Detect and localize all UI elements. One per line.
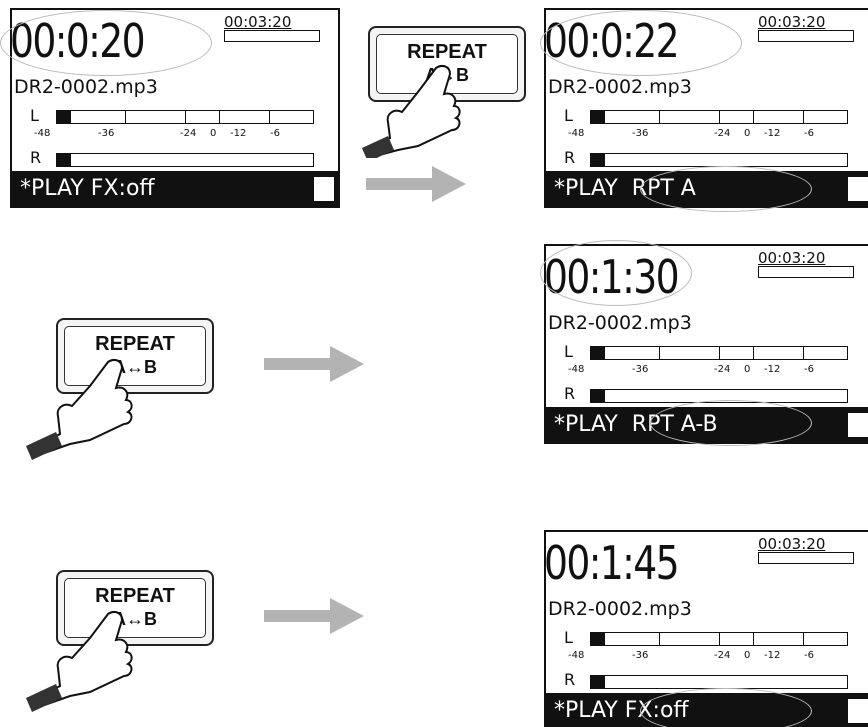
scale-label: -6 [804, 364, 814, 375]
scale-label: 0 [744, 128, 751, 139]
level-meter-right [590, 675, 848, 689]
recorder-screen-1: 00:0:20 00:03:20 DR2-0002.mp3 L -48 -36 … [10, 8, 340, 208]
button-label-repeat: REPEAT [95, 333, 175, 355]
scale-label: -48 [34, 128, 51, 139]
level-fill-right [57, 154, 71, 166]
level-fill-left [57, 111, 71, 123]
scale-label: -12 [764, 128, 781, 139]
scale-label: -48 [568, 128, 585, 139]
hand-pointer-icon [362, 65, 461, 158]
meter-scale: -48 -36 -24 0 -12 -6 [568, 650, 868, 664]
total-time: 00:03:20 [758, 535, 826, 553]
button-label-ab: A↔B [113, 609, 157, 629]
scale-label: 0 [744, 364, 751, 375]
scale-label: -36 [632, 364, 649, 375]
channel-left-label: L [564, 628, 573, 647]
total-time-box [758, 30, 854, 42]
scale-label: -24 [714, 650, 731, 661]
total-time-box [224, 30, 320, 42]
status-text: *PLAY FX:off [20, 176, 155, 201]
total-time-box [758, 266, 854, 278]
meter-scale: -48 -36 -24 0 -12 -6 [34, 128, 334, 142]
scale-label: -12 [230, 128, 247, 139]
arrow-right-icon [264, 346, 364, 382]
scale-label: -12 [764, 364, 781, 375]
scale-label: 0 [744, 650, 751, 661]
meter-scale: -48 -36 -24 0 -12 -6 [568, 364, 868, 378]
scale-label: -48 [568, 364, 585, 375]
status-text: *PLAY RPT A-B [554, 412, 718, 437]
status-box [848, 699, 868, 723]
level-fill-left [591, 633, 605, 645]
recorder-screen-3: 00:1:30 00:03:20 DR2-0002.mp3 L -48 -36 … [544, 244, 868, 444]
scale-label: -24 [714, 128, 731, 139]
elapsed-time: 00:0:22 [544, 14, 680, 68]
arrow-right-icon [366, 166, 466, 202]
recorder-screen-2: 00:0:22 00:03:20 DR2-0002.mp3 L -48 -36 … [544, 8, 868, 208]
channel-right-label: R [30, 148, 42, 167]
total-time: 00:03:20 [758, 249, 826, 267]
level-fill-left [591, 347, 605, 359]
level-fill-left [591, 111, 605, 123]
level-fill-right [591, 154, 605, 166]
file-name: DR2-0002.mp3 [548, 76, 692, 98]
channel-left-label: L [564, 342, 573, 361]
hand-pointer-icon [26, 359, 133, 460]
button-label-repeat: REPEAT [407, 41, 487, 63]
total-time: 00:03:20 [758, 13, 826, 31]
status-box [848, 413, 868, 437]
scale-label: -6 [804, 650, 814, 661]
level-meter-right [590, 389, 848, 403]
level-fill-right [591, 676, 605, 688]
channel-right-label: R [564, 384, 576, 403]
file-name: DR2-0002.mp3 [548, 598, 692, 620]
file-name: DR2-0002.mp3 [14, 76, 158, 98]
status-box [848, 177, 868, 201]
scale-label: -6 [804, 128, 814, 139]
scale-label: -6 [270, 128, 280, 139]
scale-label: -48 [568, 650, 585, 661]
channel-left-label: L [30, 106, 39, 125]
arrow-right-icon [264, 598, 364, 634]
recorder-screen-4: 00:1:45 00:03:20 DR2-0002.mp3 L -48 -36 … [544, 530, 868, 727]
level-meter-right [590, 153, 848, 167]
scale-label: -36 [632, 128, 649, 139]
level-meter-left [590, 110, 848, 124]
status-bar: *PLAY RPT A-B [546, 407, 868, 442]
level-fill-right [591, 390, 605, 402]
scale-label: 0 [210, 128, 217, 139]
total-time: 00:03:20 [224, 13, 292, 31]
status-bar: *PLAY RPT A [546, 171, 868, 206]
status-text: *PLAY FX:off [554, 698, 689, 723]
scale-label: -24 [714, 364, 731, 375]
elapsed-time: 00:0:20 [10, 14, 146, 68]
elapsed-time: 00:1:45 [544, 536, 680, 590]
hand-pointer-icon [26, 611, 133, 712]
button-label-repeat: REPEAT [95, 585, 175, 607]
level-meter-left [590, 632, 848, 646]
scale-label: -12 [764, 650, 781, 661]
channel-right-label: R [564, 148, 576, 167]
elapsed-time: 00:1:30 [544, 250, 680, 304]
status-bar: *PLAY FX:off [546, 693, 868, 727]
status-text: *PLAY RPT A [554, 176, 696, 201]
level-meter-left [56, 110, 314, 124]
button-label-ab: A↔B [113, 357, 157, 377]
channel-right-label: R [564, 670, 576, 689]
scale-label: -24 [180, 128, 197, 139]
scale-label: -36 [98, 128, 115, 139]
status-bar: *PLAY FX:off [12, 171, 338, 206]
file-name: DR2-0002.mp3 [548, 312, 692, 334]
status-box [314, 177, 334, 201]
level-meter-right [56, 153, 314, 167]
total-time-box [758, 552, 854, 564]
channel-left-label: L [564, 106, 573, 125]
meter-scale: -48 -36 -24 0 -12 -6 [568, 128, 868, 142]
level-meter-left [590, 346, 848, 360]
scale-label: -36 [632, 650, 649, 661]
